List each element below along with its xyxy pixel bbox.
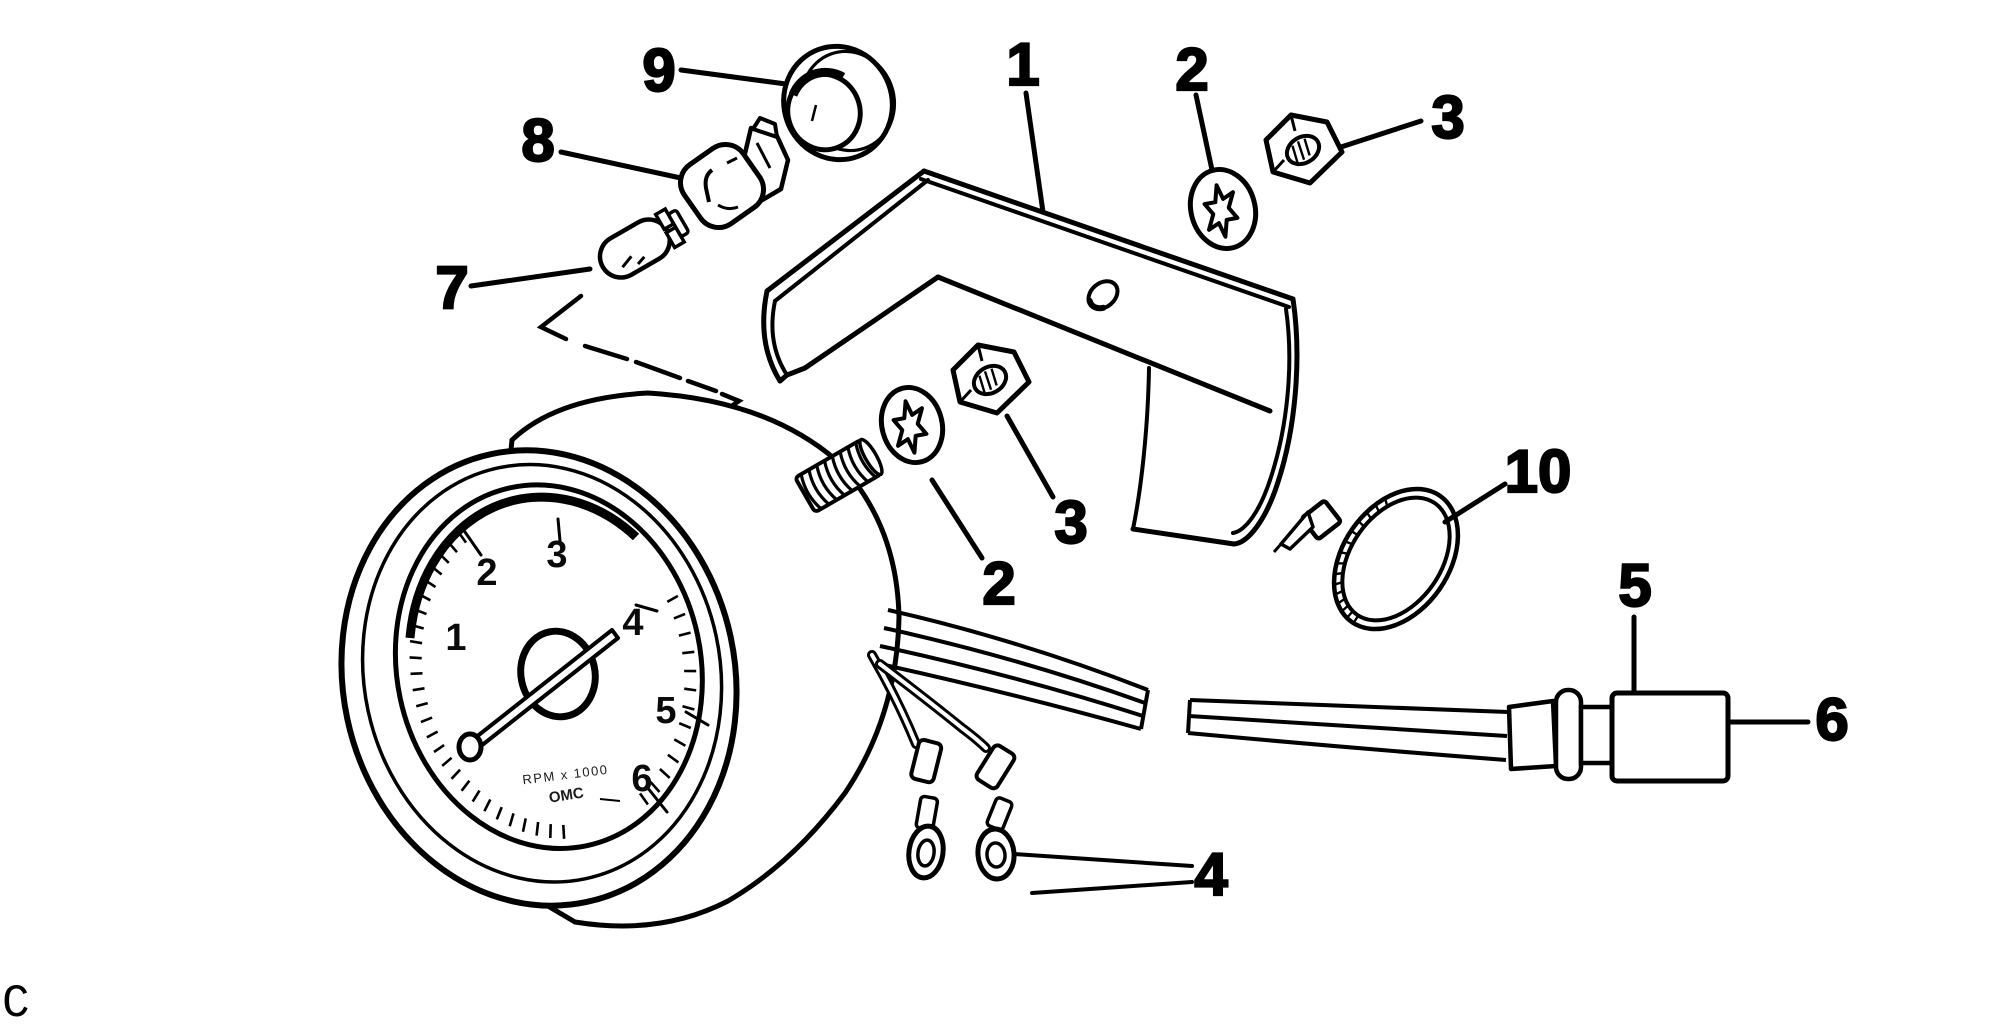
part-label-3-top: 3 xyxy=(1431,84,1464,151)
leader-3-mid xyxy=(1004,413,1056,500)
leader-9 xyxy=(678,67,789,87)
dial-number-6: 6 xyxy=(631,758,652,800)
dial-number-3: 3 xyxy=(546,534,567,576)
bezel-middle-ring xyxy=(360,462,724,884)
plug-body xyxy=(1609,690,1731,784)
dial-number-1: 1 xyxy=(445,617,466,659)
tachometer-gauge: 1 2 3 4 5 6 RPM x 1000 OMC xyxy=(338,390,902,929)
dial-dash xyxy=(599,798,621,802)
bracket-left-rise-inner xyxy=(773,178,930,303)
page-corner-mark: C xyxy=(2,978,30,1024)
brand-logo: OMC xyxy=(548,784,585,806)
washer-star-teeth xyxy=(891,399,929,455)
part-label-6: 6 xyxy=(1815,686,1848,753)
mounting-stud xyxy=(794,437,884,513)
plug-flange-ring xyxy=(1553,687,1584,782)
part-label-5: 5 xyxy=(1618,552,1651,619)
bracket-right-flange-inner xyxy=(1231,307,1292,535)
leader-3-top xyxy=(1338,118,1424,150)
part-label-1: 1 xyxy=(1006,31,1039,98)
bracket-right-flange-bottom xyxy=(1130,526,1237,547)
leader-7 xyxy=(468,266,593,289)
bracket-left-flange-inner xyxy=(770,299,789,377)
plug-collar xyxy=(1506,698,1559,772)
part-label-10: 10 xyxy=(1505,438,1572,505)
cable-tie xyxy=(1272,486,1461,632)
part-label-2-top: 2 xyxy=(1175,36,1208,103)
part-label-9: 9 xyxy=(642,37,675,104)
ring-terminal-wires xyxy=(867,650,991,753)
lock-washer-top xyxy=(1187,166,1259,252)
hex-nut-mid xyxy=(950,342,1032,416)
dial-major-ticks xyxy=(463,517,710,814)
washer-star-teeth xyxy=(1202,183,1240,239)
ring-terminal-b xyxy=(974,743,1017,882)
bracket-left-flange-outer xyxy=(761,288,783,384)
leader-4b xyxy=(1030,880,1194,895)
part-label-4: 4 xyxy=(1194,841,1228,908)
wire-harness xyxy=(875,608,1509,762)
bracket-left-rise-outer xyxy=(764,168,927,294)
bracket-right-flange-outer xyxy=(1231,296,1300,547)
bracket-top-edge-inner xyxy=(919,177,1291,309)
dashed-insertion-path xyxy=(536,293,744,414)
part-label-2-mid: 2 xyxy=(982,550,1015,617)
leader-lines xyxy=(468,67,1811,895)
ring-terminal-a xyxy=(906,737,946,881)
bracket-top-edge-outer xyxy=(921,168,1296,302)
socket-cap xyxy=(781,43,897,163)
bracket-left-flange-foot xyxy=(777,365,808,384)
cable-tie-tail xyxy=(1279,510,1315,551)
bulb-socket xyxy=(678,116,791,230)
connector-plug xyxy=(1506,687,1731,784)
needle-tail-ring xyxy=(456,731,484,763)
leader-2-top xyxy=(1193,92,1215,173)
part-label-7: 7 xyxy=(435,254,468,321)
dial-number-5: 5 xyxy=(655,690,676,732)
dial-number-4: 4 xyxy=(622,602,643,644)
leader-8 xyxy=(558,149,693,183)
lock-washer-mid xyxy=(878,384,946,466)
dial-minor-ticks xyxy=(409,530,697,839)
dial-number-2: 2 xyxy=(476,552,497,594)
callout-labels: 1 2 3 9 8 7 3 2 10 5 6 4 xyxy=(434,30,1850,909)
bracket-near-left-edge xyxy=(802,274,941,371)
needle-hub xyxy=(517,627,599,721)
hex-nut-top xyxy=(1263,112,1345,186)
cable-tie-serrations xyxy=(1332,496,1389,626)
dial-shadow-arc xyxy=(405,492,640,639)
bracket-hole xyxy=(1086,279,1120,312)
part-label-3-mid: 3 xyxy=(1054,489,1087,556)
mounting-bracket xyxy=(761,168,1300,547)
leader-1 xyxy=(1023,90,1046,215)
part-label-8: 8 xyxy=(521,107,554,174)
light-bulb xyxy=(597,206,690,280)
leader-2-mid xyxy=(929,477,985,561)
plug-neck xyxy=(1578,704,1615,766)
bracket-near-bottom-edge xyxy=(935,274,1273,414)
bracket-right-flange-left-edge xyxy=(1131,366,1151,531)
leader-4a xyxy=(1012,852,1194,868)
